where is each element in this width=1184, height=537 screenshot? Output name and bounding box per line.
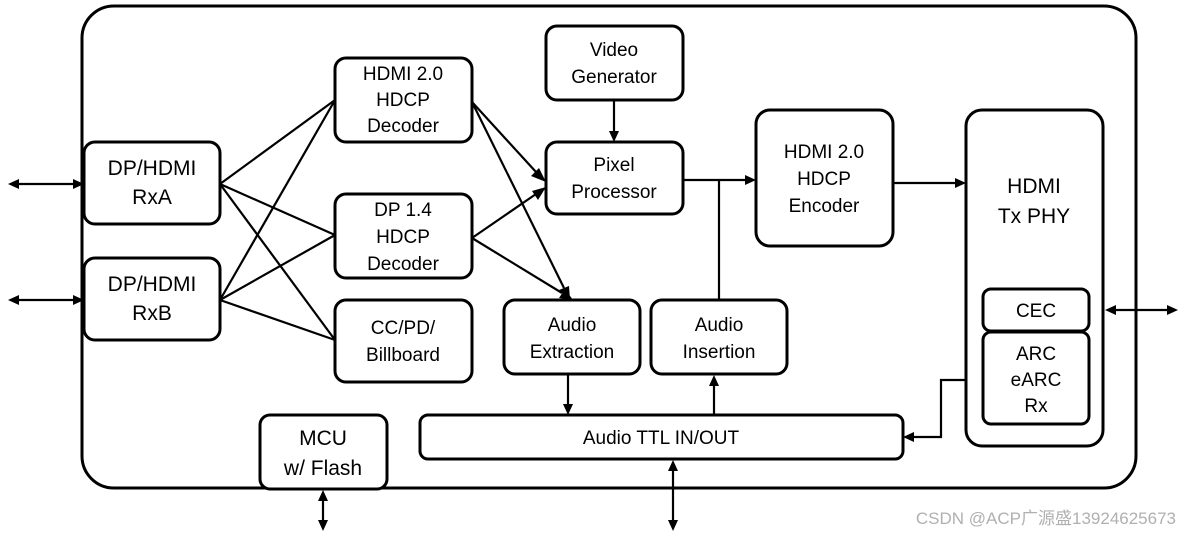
- hdmi-decoder-label-1: HDMI 2.0: [363, 64, 443, 85]
- audio-ttl-block: Audio TTL IN/OUT: [418, 413, 905, 461]
- arrowhead: [668, 520, 678, 531]
- watermark-text: CSDN @ACP广源盛13924625673: [916, 509, 1176, 528]
- rxa-to-dp-decoder-link: [219, 182, 336, 237]
- arrowhead: [709, 375, 719, 386]
- arrowhead: [531, 168, 546, 182]
- chip-boundary: [80, 4, 1138, 490]
- audio-insertion-block: Audio Insertion: [649, 298, 789, 376]
- arc-label-1: ARC: [1016, 344, 1056, 365]
- cc-pd-label-1: CC/PD/: [371, 318, 436, 339]
- dp-decoder-label-3: Decoder: [367, 254, 439, 275]
- dp-decoder-label-2: HDCP: [376, 227, 430, 248]
- arrowhead: [532, 187, 546, 200]
- cc-pd-block: CC/PD/ Billboard: [333, 298, 474, 384]
- pixel-proc-label-1: Pixel: [593, 155, 634, 176]
- dp-decoder-block: DP 1.4 HDCP Decoder: [333, 192, 474, 280]
- arrowhead: [955, 178, 966, 188]
- hdmi-decoder-to-pixel-link: [471, 101, 537, 173]
- arrowhead: [668, 460, 678, 471]
- arrowhead: [563, 404, 573, 415]
- arrowhead: [8, 295, 19, 305]
- arrowhead: [318, 520, 328, 531]
- hdmi-decoder-label-3: Decoder: [367, 116, 439, 137]
- mcu-block: MCU w/ Flash: [258, 413, 389, 491]
- tx-phy-label-2: Tx PHY: [998, 205, 1070, 228]
- cec-label: CEC: [1016, 301, 1056, 322]
- arrowhead: [318, 490, 328, 501]
- rx-a-label-2: RxA: [132, 186, 172, 209]
- rx-a-label-1: DP/HDMI: [108, 157, 197, 180]
- audio-extraction-label-2: Extraction: [530, 342, 614, 363]
- rxb-to-hdmi-decoder-link: [219, 99, 336, 301]
- tx-phy-label-1: HDMI: [1007, 175, 1061, 198]
- rx-b-block: DP/HDMI RxB: [82, 256, 222, 342]
- rx-a-block: DP/HDMI RxA: [82, 140, 222, 226]
- audio-insertion-label-1: Audio: [695, 315, 744, 336]
- rxb-to-dp-decoder-link: [219, 234, 336, 301]
- hdmi-encoder-label-3: Encoder: [789, 196, 860, 217]
- hdmi-encoder-label-2: HDCP: [797, 169, 851, 190]
- dp-decoder-to-audio-link: [471, 237, 563, 294]
- audio-extraction-block: Audio Extraction: [502, 298, 642, 376]
- rx-b-label-1: DP/HDMI: [108, 273, 197, 296]
- audio-ttl-label: Audio TTL IN/OUT: [583, 428, 740, 449]
- hdmi-encoder-label-1: HDMI 2.0: [784, 142, 864, 163]
- video-gen-label-2: Generator: [571, 67, 657, 88]
- cc-pd-label-2: Billboard: [366, 345, 440, 366]
- arrowhead: [609, 131, 619, 142]
- rxa-to-hdmi-decoder-link: [219, 99, 336, 185]
- hdmi-decoder-block: HDMI 2.0 HDCP Decoder: [333, 56, 474, 144]
- arrowhead: [903, 432, 914, 442]
- arrowhead: [1167, 305, 1178, 315]
- dp-decoder-label-1: DP 1.4: [374, 200, 432, 221]
- rx-b-label-2: RxB: [132, 302, 172, 325]
- cec-block: CEC: [981, 287, 1091, 333]
- dp-decoder-to-pixel-link: [471, 193, 537, 239]
- mcu-label-1: MCU: [299, 427, 347, 450]
- video-gen-label-1: Video: [590, 40, 638, 61]
- hdmi-decoder-label-2: HDCP: [376, 90, 430, 111]
- audio-extraction-label-1: Audio: [548, 315, 597, 336]
- arc-label-3: Rx: [1024, 396, 1048, 417]
- mcu-label-2: w/ Flash: [283, 457, 362, 480]
- audio-insertion-label-2: Insertion: [683, 342, 756, 363]
- hdmi-encoder-block: HDMI 2.0 HDCP Encoder: [754, 108, 895, 248]
- arc-to-ttl-link: [912, 378, 983, 439]
- arrowhead: [745, 175, 756, 185]
- arrowhead: [73, 179, 84, 189]
- pixel-proc-label-2: Processor: [571, 182, 657, 203]
- rxb-to-ccpd-link: [219, 298, 336, 342]
- pixel-processor-block: Pixel Processor: [544, 140, 685, 216]
- rxa-to-ccpd-link: [219, 183, 336, 341]
- hdmi-decoder-to-audio-link: [471, 101, 565, 289]
- arrowhead: [559, 289, 573, 300]
- connectors: [8, 99, 1178, 531]
- arc-block: ARC eARC Rx: [981, 330, 1091, 426]
- arrowhead: [73, 295, 84, 305]
- video-generator-block: Video Generator: [544, 24, 685, 102]
- arrowhead: [8, 179, 19, 189]
- arrowhead: [1105, 305, 1116, 315]
- arc-label-2: eARC: [1011, 370, 1062, 391]
